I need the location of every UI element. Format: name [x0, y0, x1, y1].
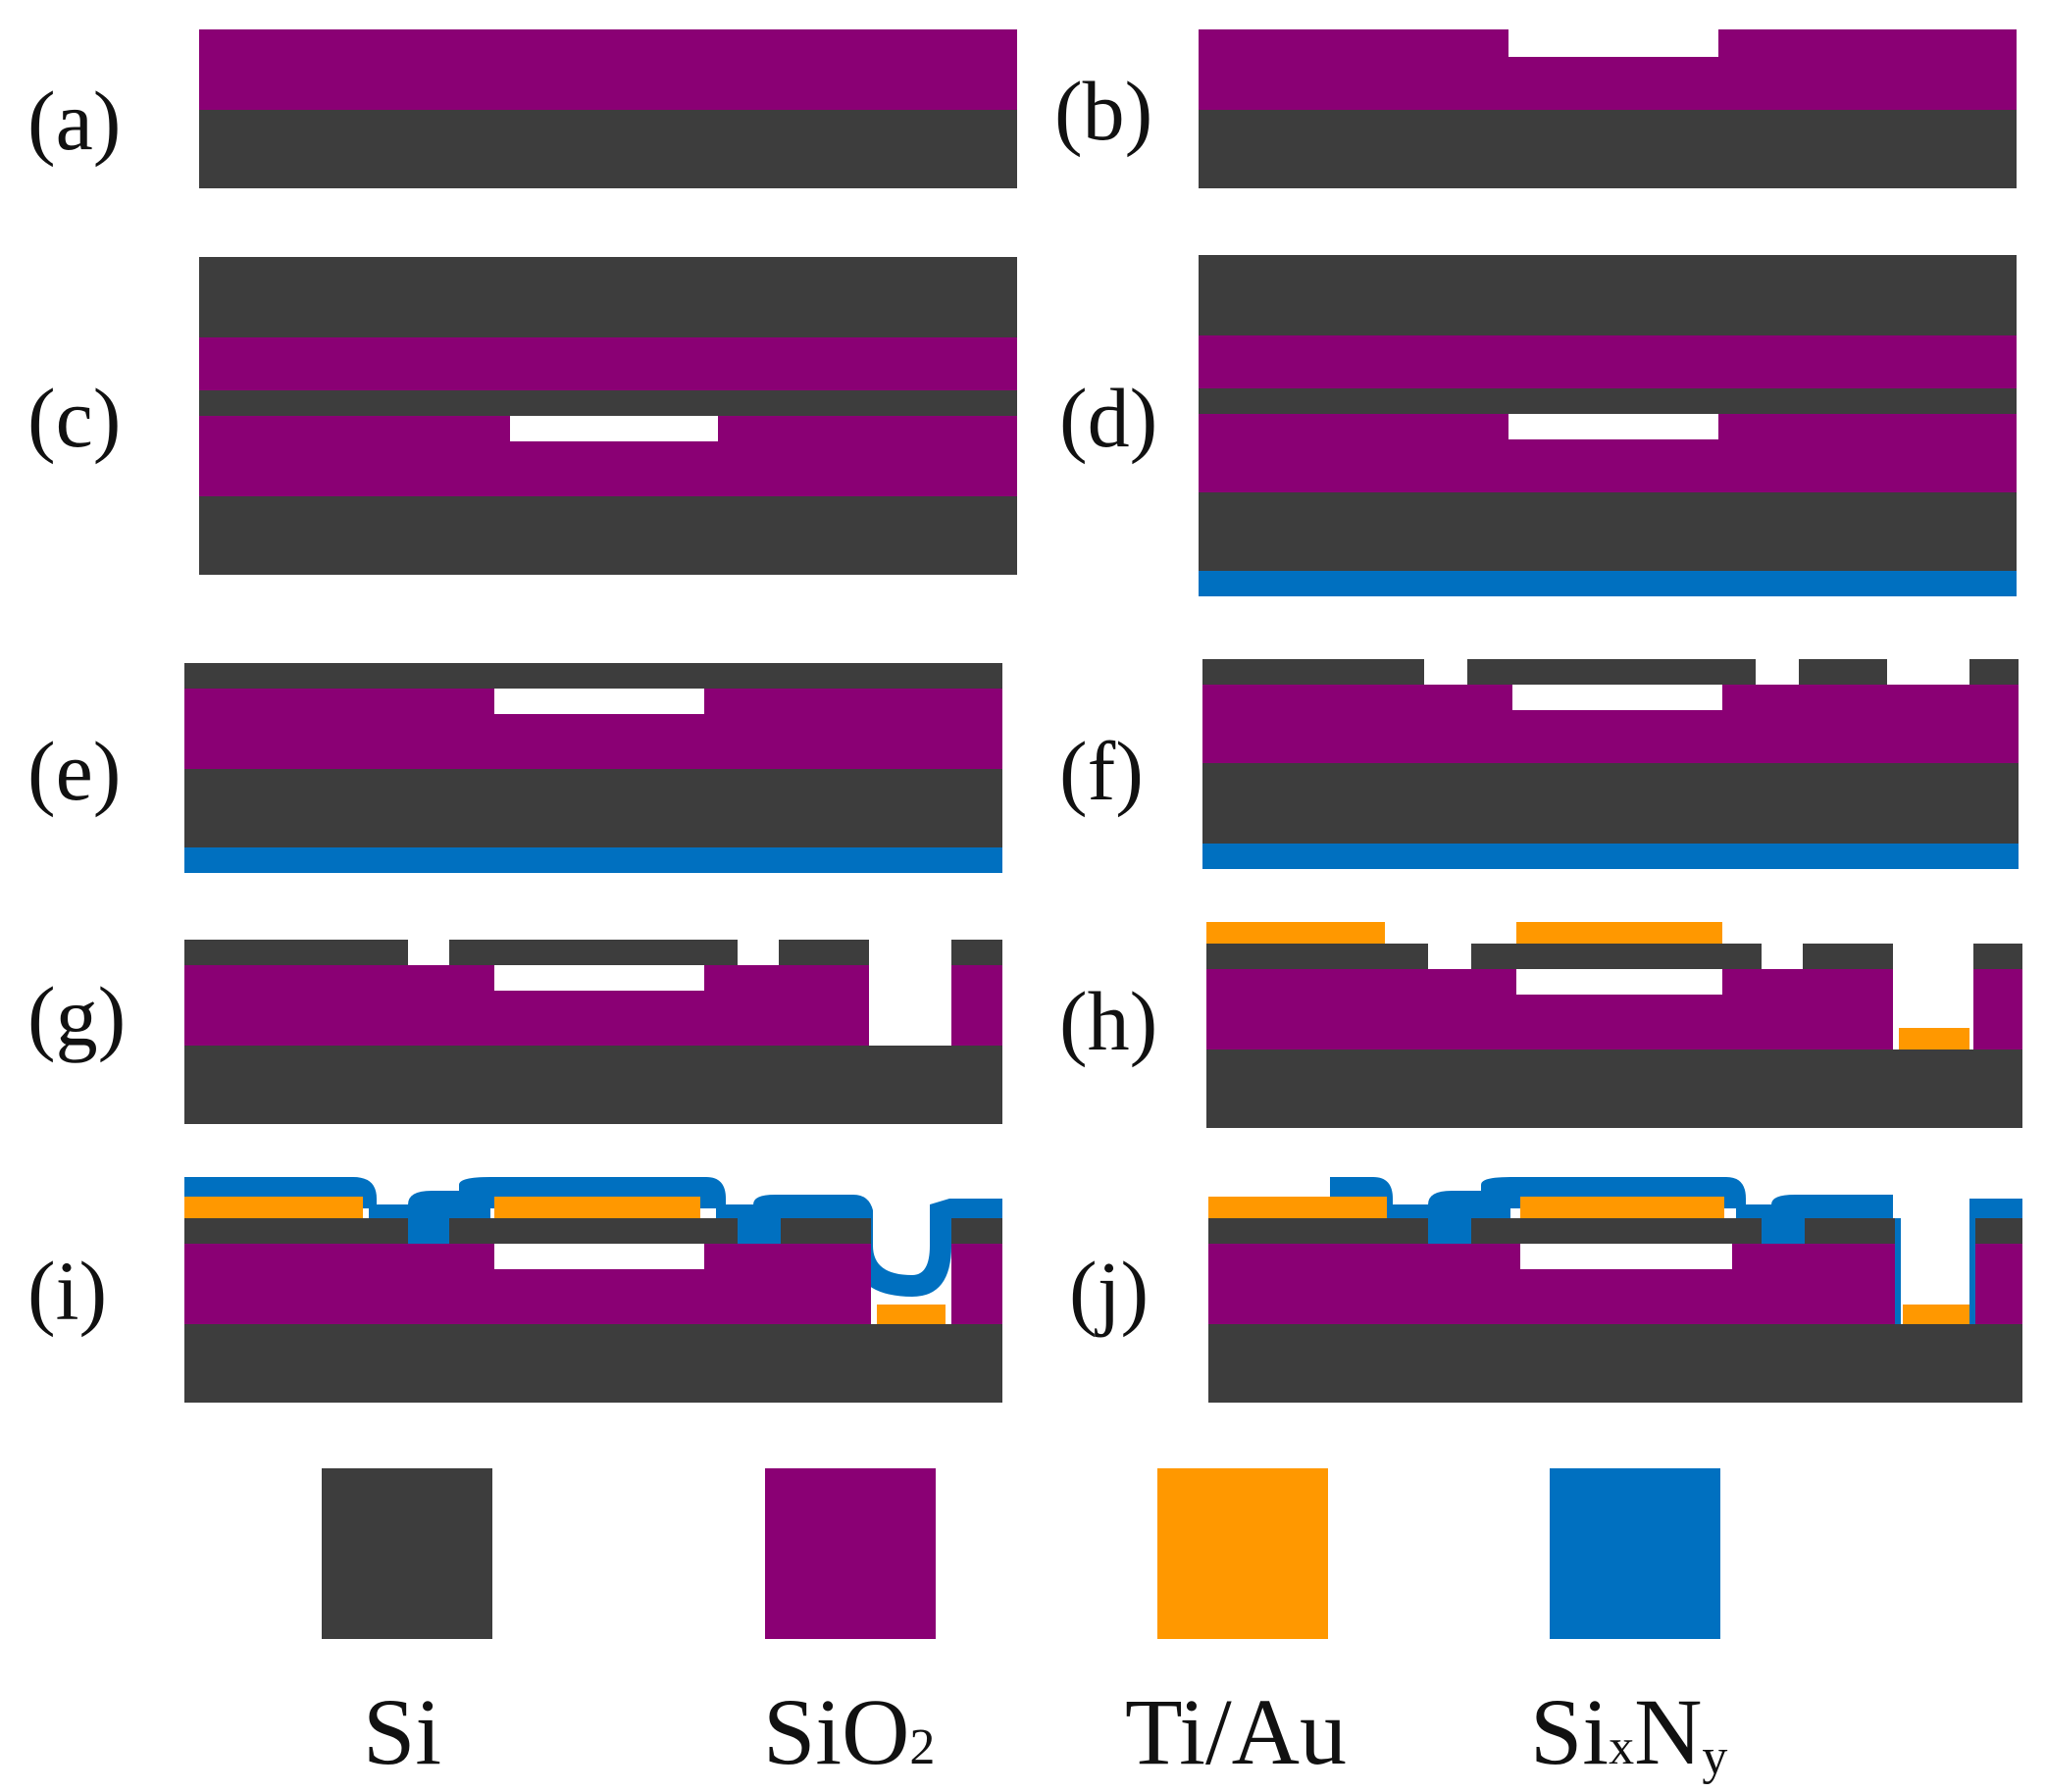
panel-label-i: (i) [27, 1244, 107, 1338]
legend-label-sixny: SixNy [1530, 1679, 1727, 1785]
legend-label-sio2: SiO2 [763, 1679, 935, 1784]
si-device-segment [1799, 659, 1887, 685]
legend-swatch-sixny [1550, 1468, 1720, 1639]
si-device-segment [1973, 944, 2022, 969]
legend: Si SiO2 Ti/Au SixNy [322, 1468, 1727, 1785]
si-device-layer [199, 390, 1017, 416]
legend-swatch-sio2 [765, 1468, 936, 1639]
si-device-layer [184, 663, 1002, 689]
panel-i-cross-section [184, 1177, 1002, 1403]
ti-au-bottom-contact [877, 1305, 946, 1324]
si-device-segment [184, 1218, 408, 1244]
panel-label-g: (g) [27, 969, 126, 1063]
panel-label-e: (e) [27, 724, 121, 818]
ti-au-bottom-contact [1903, 1305, 1969, 1324]
sio2-layer-top [199, 337, 1017, 390]
panel-e-cross-section [184, 663, 1002, 873]
si-device-segment [1202, 659, 1424, 685]
si-device-segment [449, 940, 738, 965]
sixny-passivation-segment [1971, 1199, 2022, 1218]
si-substrate [1206, 1050, 2022, 1128]
sixny-backside-layer [184, 847, 1002, 873]
sixny-backside-layer [1202, 844, 2019, 869]
panel-d-cross-section [1199, 255, 2017, 596]
panel-label-a: (a) [27, 74, 121, 168]
panel-g-cross-section [184, 940, 1002, 1124]
cavity [494, 689, 704, 714]
panel-c-cross-section [199, 257, 1017, 575]
si-device-segment [1969, 659, 2019, 685]
si-substrate [1208, 1324, 2022, 1403]
panel-a-cross-section [199, 29, 1017, 188]
legend-label-tiau: Ti/Au [1125, 1679, 1347, 1784]
panel-label-d: (d) [1059, 371, 1157, 465]
sio2-layer-top [1199, 335, 2017, 388]
si-device-segment [779, 940, 869, 965]
si-substrate [1199, 110, 2017, 188]
sixny-backside-layer [1199, 571, 2017, 596]
ti-au-bottom-contact [1899, 1028, 1969, 1050]
legend-label-si: Si [363, 1679, 441, 1784]
panel-label-h: (h) [1059, 974, 1157, 1068]
si-substrate [184, 1046, 1002, 1124]
panel-label-c: (c) [27, 371, 121, 465]
ti-au-electrode [1206, 922, 1385, 944]
si-device-segment [1803, 944, 1893, 969]
panel-j-cross-section [1208, 1177, 2022, 1403]
si-device-segment [184, 940, 408, 965]
si-handle-top [1199, 255, 2017, 335]
ti-au-electrode [1208, 1197, 1387, 1218]
sixny-sidewall [1969, 1199, 1975, 1324]
cavity [494, 965, 704, 991]
ti-au-electrode [184, 1197, 363, 1218]
legend-swatch-tiau [1157, 1468, 1328, 1639]
si-device-segment [1975, 1218, 2022, 1244]
cavity [510, 416, 718, 441]
sixny-passivation-layer [1330, 1177, 1899, 1312]
panel-label-b: (b) [1054, 64, 1152, 158]
si-substrate [199, 110, 1017, 188]
cavity [494, 1244, 704, 1269]
si-device-segment [1471, 944, 1762, 969]
cavity [1512, 685, 1722, 710]
si-substrate [1199, 492, 2017, 571]
si-substrate [184, 1324, 1002, 1403]
sio2-layer-right [951, 965, 1002, 1046]
panel-label-f: (f) [1059, 724, 1144, 818]
sio2-layer-right [1975, 1244, 2022, 1324]
si-device-segment [951, 940, 1002, 965]
cavity [1516, 969, 1722, 995]
si-substrate [1202, 763, 2019, 844]
panel-f-cross-section [1202, 659, 2019, 869]
sio2-layer-right [1973, 969, 2022, 1050]
ti-au-electrode [1520, 1197, 1724, 1218]
ti-au-electrode [494, 1197, 700, 1218]
si-substrate [199, 496, 1017, 575]
si-device-layer [1199, 388, 2017, 414]
si-device-segment [781, 1218, 871, 1244]
si-device-segment [1208, 1218, 1428, 1244]
sixny-sidewall [1895, 1218, 1901, 1324]
sio2-layer [199, 29, 1017, 110]
cavity [1520, 1244, 1732, 1269]
sixny-passivation-layer [184, 1177, 1002, 1297]
si-device-segment [1467, 659, 1756, 685]
sio2-layer-right [951, 1244, 1002, 1324]
si-device-segment [1805, 1218, 1895, 1244]
si-substrate [184, 769, 1002, 847]
si-device-segment [449, 1218, 738, 1244]
legend-swatch-si [322, 1468, 492, 1639]
panel-b-cross-section [1199, 29, 2017, 188]
si-device-segment [1471, 1218, 1762, 1244]
ti-au-electrode [1516, 922, 1722, 944]
sio2-layer-etched [1199, 29, 2017, 110]
cavity [1508, 414, 1718, 439]
panel-h-cross-section [1206, 922, 2022, 1128]
si-handle-top [199, 257, 1017, 337]
si-device-segment [951, 1218, 1002, 1244]
panel-label-j: (j) [1069, 1244, 1149, 1338]
si-device-segment [1206, 944, 1428, 969]
